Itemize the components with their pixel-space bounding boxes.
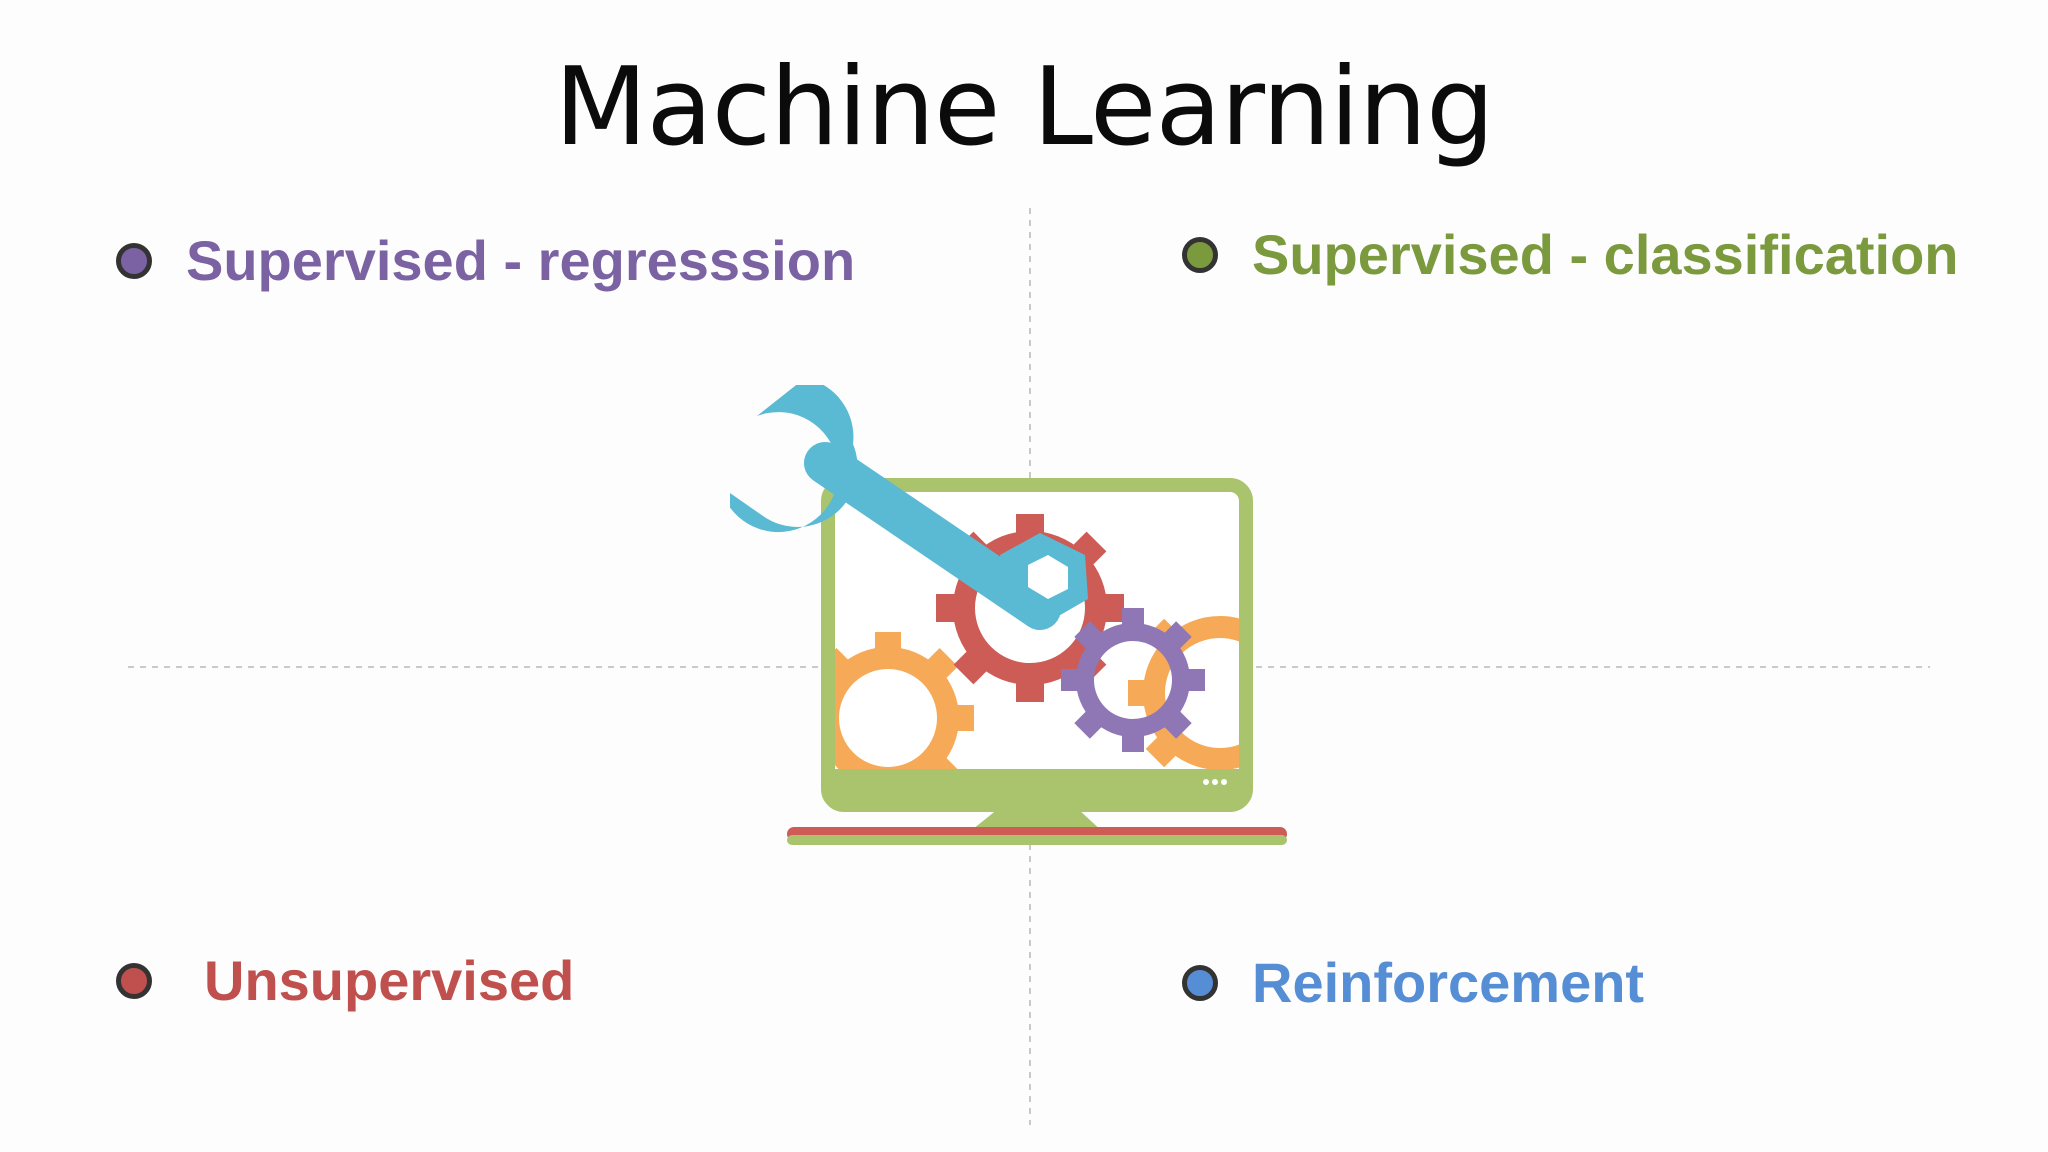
bullet-dot [116, 962, 152, 999]
bullet-dot [1182, 236, 1218, 273]
quadrant-reinforcement: Reinforcement [1182, 950, 1644, 1015]
gear-icon [1061, 608, 1205, 752]
quadrant-unsupervised: Unsupervised [116, 948, 574, 1013]
wrench-icon [730, 385, 1088, 630]
quadrant-label: Unsupervised [204, 949, 575, 1012]
gear-icon [835, 632, 974, 769]
monitor-icon [730, 385, 1287, 845]
quadrant-label: Supervised - regresssion [186, 229, 856, 292]
bullet-dot [1182, 964, 1218, 1001]
quadrant-label: Supervised - classification [1252, 223, 1959, 286]
diagram-title: Machine Learning [554, 45, 1494, 170]
quadrant-supervised-classification: Supervised - classification [1182, 222, 1958, 287]
quadrant-label: Reinforcement [1252, 951, 1645, 1014]
bullet-dot [116, 242, 152, 279]
quadrant-supervised-regression: Supervised - regresssion [116, 228, 855, 293]
